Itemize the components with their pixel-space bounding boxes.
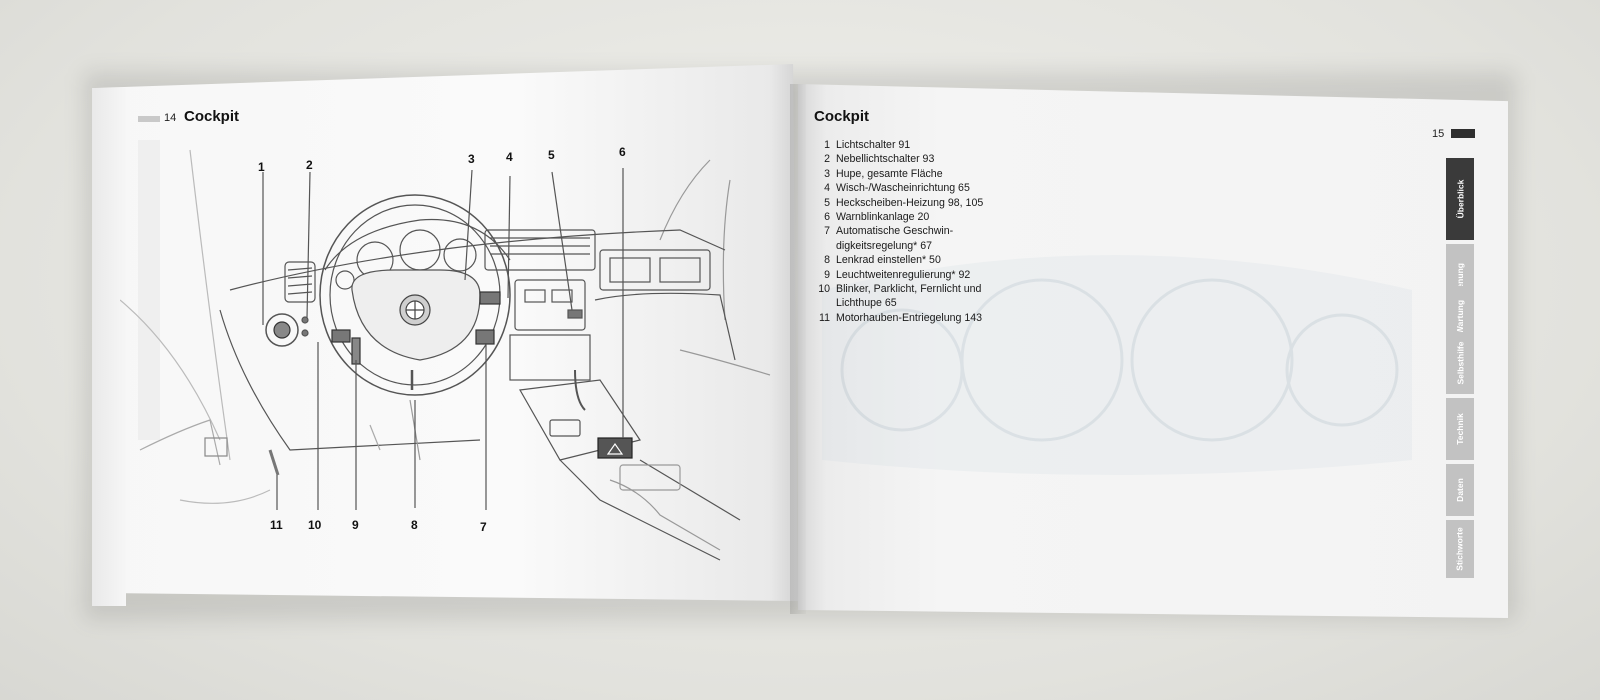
left-page-edge <box>92 88 126 606</box>
callout-7: 7 <box>480 520 487 534</box>
tab-label: Daten <box>1455 478 1465 502</box>
legend-text: Lenkrad einstellen* 50 <box>836 254 941 267</box>
legend-text: Nebellichtschalter 93 <box>836 153 935 166</box>
tab-stichworte[interactable]: Stichworte <box>1446 520 1474 578</box>
legend-text: Wisch-/Wascheinrichtung 65 <box>836 182 970 195</box>
legend-text: Lichtschalter 91 <box>836 139 911 151</box>
page-title-left: Cockpit <box>184 108 240 125</box>
legend-item: 5 Heckscheiben-Heizung 98, 105 <box>818 196 1058 210</box>
legend-text: Heckscheiben-Heizung 98, 105 <box>836 196 984 209</box>
callout-2: 2 <box>306 158 313 172</box>
legend-item: 9 Leuchtweitenregulierung* 92 <box>818 268 1058 282</box>
tab-ueberblick[interactable]: Überblick <box>1446 158 1474 240</box>
page-number-right: 15 <box>1432 128 1445 140</box>
legend-number: 5 <box>824 196 830 209</box>
tab-technik[interactable]: Technik <box>1446 398 1474 460</box>
left-page-show-through <box>138 140 160 440</box>
tab-label: Stichworte <box>1455 527 1466 571</box>
show-through-cluster <box>822 255 1412 475</box>
legend-number: 9 <box>824 268 830 281</box>
legend-text: Warnblinkanlage 20 <box>836 211 930 224</box>
tab-daten[interactable]: Daten <box>1446 464 1474 516</box>
callout-8: 8 <box>411 518 418 532</box>
book-gutter <box>790 84 806 614</box>
legend-number: 7 <box>824 225 830 238</box>
legend-text: Automatische Geschwin- digkeitsregelung*… <box>836 225 954 252</box>
right-page <box>798 84 1508 618</box>
cockpit-legend-list: 1 Lichtschalter 91 2 Nebellichtschalter 93… <box>818 138 1058 325</box>
legend-number: 3 <box>824 167 830 180</box>
legend-text: Leuchtweitenregulierung* 92 <box>836 268 971 281</box>
legend-number: 10 <box>818 283 830 296</box>
legend-item: 6 Warnblinkanlage 20 <box>818 210 1058 224</box>
cockpit-illustration <box>120 149 771 561</box>
legend-item: 4 Wisch-/Wascheinrichtung 65 <box>818 181 1058 195</box>
callout-10: 10 <box>308 518 322 532</box>
legend-item: 8 Lenkrad einstellen* 50 <box>818 253 1058 267</box>
legend-item: 11 Motorhauben-Entriegelung 143 <box>818 311 1058 325</box>
legend-item: 3 Hupe, gesamte Fläche <box>818 167 1058 181</box>
tab-label: Selbsthilfe <box>1455 341 1466 385</box>
legend-text: Blinker, Parklicht, Fernlicht und Lichth… <box>836 283 982 310</box>
tab-label: Überblick <box>1455 179 1465 219</box>
legend-number: 4 <box>824 182 830 195</box>
legend-item: 10 Blinker, Parklicht, Fernlicht und Lich… <box>818 282 1058 311</box>
legend-number: 1 <box>824 139 830 151</box>
callout-1: 1 <box>258 160 265 174</box>
page-number-bar-right <box>1451 129 1475 138</box>
page-number-left: 14 <box>164 112 177 124</box>
callout-9: 9 <box>352 518 359 532</box>
tab-label: Technik <box>1455 413 1465 445</box>
callout-3: 3 <box>468 152 475 166</box>
page-title-right: Cockpit <box>814 108 870 125</box>
legend-item: 7 Automatische Geschwin- digkeitsregelung… <box>818 224 1058 253</box>
legend-text: Motorhauben-Entriegelung 143 <box>836 311 983 324</box>
legend-number: 6 <box>824 211 830 224</box>
legend-item: 2 Nebellichtschalter 93 <box>818 152 1058 166</box>
tab-selbsthilfe[interactable]: Selbsthilfe <box>1446 332 1474 394</box>
callout-4: 4 <box>506 150 513 164</box>
legend-item: 1 Lichtschalter 91 <box>818 138 1058 152</box>
tab-label: Wartung <box>1455 299 1465 335</box>
callout-6: 6 <box>619 145 626 159</box>
callout-11: 11 <box>270 518 283 532</box>
legend-number: 11 <box>819 311 830 324</box>
legend-text: Hupe, gesamte Fläche <box>836 167 943 180</box>
legend-number: 2 <box>824 153 830 166</box>
callout-5: 5 <box>548 148 555 162</box>
page-number-bar-left <box>138 116 160 122</box>
legend-number: 8 <box>824 254 830 267</box>
